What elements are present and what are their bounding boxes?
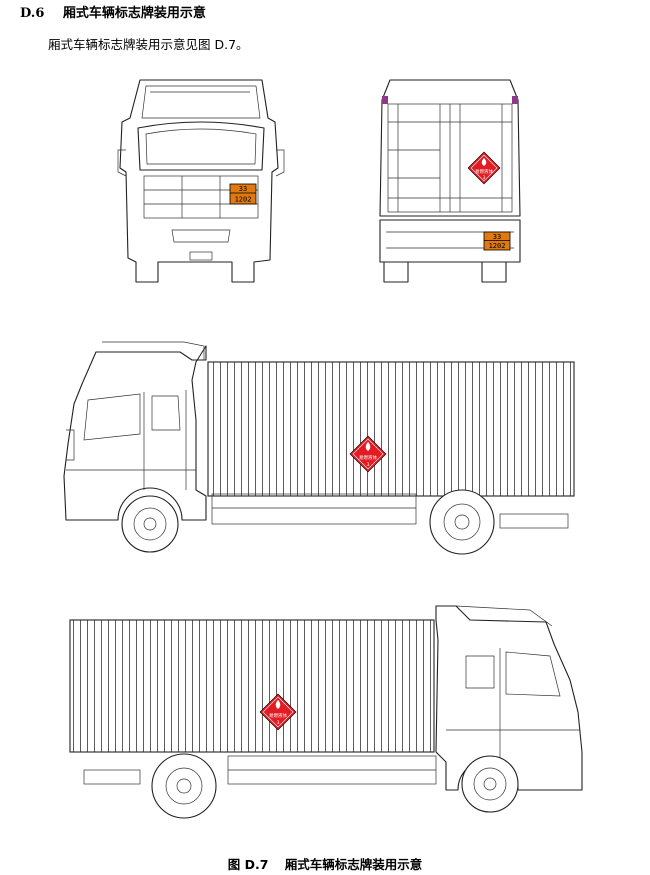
sign-class-number: 3 [277, 720, 280, 726]
sign-label: 易燃液体 [269, 712, 287, 719]
rear-hazard-sign: 易燃液体 3 [467, 151, 501, 185]
placard-orange-panel [483, 231, 511, 251]
truck-side-view-right: 易燃液体 3 [69, 605, 583, 819]
placard-un-number: 1202 [489, 242, 506, 250]
placard-hazard-code: 33 [239, 185, 247, 193]
side-right-hazard-sign: 易燃液体 3 [259, 693, 297, 731]
sign-class-number: 3 [483, 175, 486, 181]
sign-label: 易燃液体 [359, 454, 377, 461]
sign-diamond [349, 435, 387, 473]
truck-side-view-left: 易燃液体 3 [63, 341, 575, 555]
front-orange-placard: 33 1202 [229, 183, 257, 205]
sign-label: 易燃液体 [475, 168, 493, 175]
placard-hazard-code: 33 [493, 233, 501, 241]
sign-diamond [467, 151, 501, 185]
section-heading: D.6 厢式车辆标志牌装用示意 [20, 2, 206, 21]
intro-text: 厢式车辆标志牌装用示意见图 D.7。 [48, 37, 249, 52]
sign-diamond [259, 693, 297, 731]
placard-orange-panel [229, 183, 257, 205]
figure-caption: 图 D.7 厢式车辆标志牌装用示意 [0, 854, 650, 873]
sign-class-number: 3 [367, 462, 370, 468]
section-number: D.6 [20, 6, 45, 21]
placard-un-number: 1202 [235, 196, 252, 204]
side-left-hazard-sign: 易燃液体 3 [349, 435, 387, 473]
figure-title: 厢式车辆标志牌装用示意 [284, 857, 423, 872]
truck-front-view: 33 1202 [117, 79, 285, 283]
section-title: 厢式车辆标志牌装用示意 [62, 6, 206, 21]
truck-rear-view: 33 1202 易燃液体 3 [379, 79, 521, 283]
rear-orange-placard: 33 1202 [483, 231, 511, 251]
figure-number: 图 D.7 [227, 857, 269, 872]
